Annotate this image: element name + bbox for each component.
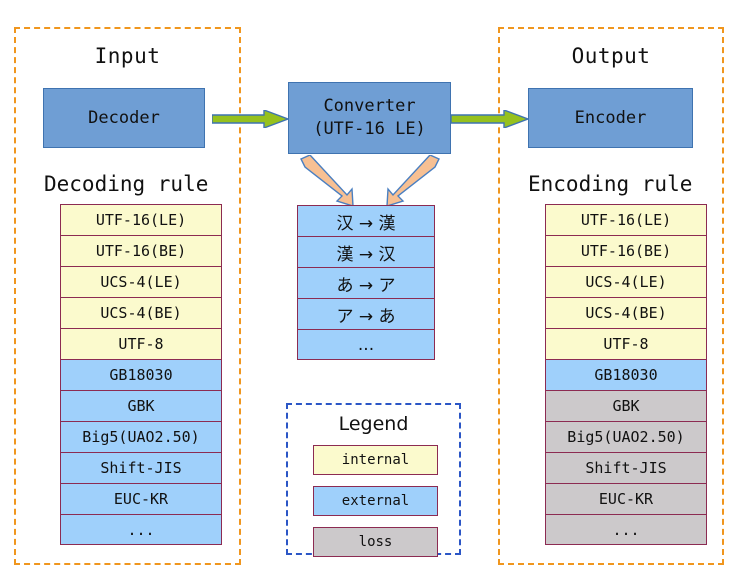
list-item[interactable]: UTF-8	[60, 328, 222, 359]
list-item[interactable]: ...	[297, 329, 435, 360]
legend-label-external: external	[341, 493, 410, 509]
encoding-rule-list-label: UTF-16(BE)	[580, 242, 672, 260]
conversion-rule-list-label: ア → あ	[336, 306, 396, 327]
encoding-rule-list-label: UCS-4(BE)	[585, 304, 667, 322]
diagonal-arrow-up-icon	[386, 155, 440, 207]
list-item[interactable]: UTF-16(LE)	[60, 204, 222, 235]
list-item[interactable]: EUC-KR	[545, 483, 707, 514]
legend-label-loss: loss	[358, 534, 393, 550]
decoding-rule-list-label: UTF-8	[118, 335, 164, 353]
decoding-rule-list-label: UTF-16(LE)	[95, 211, 187, 229]
list-item[interactable]: Big5(UAO2.50)	[60, 421, 222, 452]
converter-label-line2: (UTF-16 LE)	[313, 119, 426, 139]
decoding-rule-list: UTF-16(LE) UTF-16(BE) UCS-4(LE) UCS-4(BE) UT…	[60, 204, 222, 545]
list-item[interactable]: Shift-JIS	[60, 452, 222, 483]
list-item[interactable]: あ → ア	[297, 267, 435, 298]
list-item[interactable]: 漢 → 汉	[297, 236, 435, 267]
list-item[interactable]: ...	[545, 514, 707, 545]
encoding-rule-list-label: UTF-16(LE)	[580, 211, 672, 229]
encoding-rule-list-label: GBK	[612, 397, 640, 415]
decoding-rule-title: Decoding rule	[44, 172, 209, 196]
legend-panel: Legend internal external loss	[286, 403, 461, 557]
decoding-rule-list-label: ...	[127, 520, 155, 539]
encoder-box[interactable]: Encoder	[528, 88, 693, 148]
output-panel-title: Output	[571, 44, 651, 68]
list-item[interactable]: 汉 → 漢	[297, 205, 435, 236]
diagonal-arrow-down-icon	[300, 155, 354, 207]
decoding-rule-list-label: UCS-4(BE)	[100, 304, 182, 322]
list-item[interactable]: UTF-16(BE)	[60, 235, 222, 266]
encoding-rule-list-label: Shift-JIS	[585, 459, 667, 477]
list-item[interactable]: GB18030	[545, 359, 707, 390]
decoding-rule-list-label: GB18030	[109, 366, 173, 384]
legend-item-internal: internal	[313, 445, 438, 475]
legend-title: Legend	[338, 413, 409, 435]
list-item[interactable]: UTF-16(LE)	[545, 204, 707, 235]
list-item[interactable]: UCS-4(LE)	[545, 266, 707, 297]
converter-box[interactable]: Converter (UTF-16 LE)	[288, 82, 451, 154]
decoding-rule-list-label: EUC-KR	[113, 490, 169, 508]
converter-label-line1: Converter	[323, 96, 416, 117]
decoding-rule-list-label: UCS-4(LE)	[100, 273, 182, 291]
list-item[interactable]: UCS-4(LE)	[60, 266, 222, 297]
list-item[interactable]: ...	[60, 514, 222, 545]
conversion-rule-list: 汉 → 漢漢 → 汉あ → アア → あ...	[297, 205, 435, 360]
legend-label-internal: internal	[341, 452, 410, 468]
list-item[interactable]: GBK	[545, 390, 707, 421]
flow-arrow-decoder-to-converter	[212, 110, 288, 128]
encoding-rule-list-label: ...	[612, 520, 640, 539]
decoding-rule-list-label: UTF-16(BE)	[95, 242, 187, 260]
list-item[interactable]: UTF-8	[545, 328, 707, 359]
decoding-rule-list-label: Shift-JIS	[100, 459, 182, 477]
list-item[interactable]: GB18030	[60, 359, 222, 390]
list-item[interactable]: Shift-JIS	[545, 452, 707, 483]
flow-arrow-converter-to-encoder	[451, 110, 528, 128]
decoding-rule-list-label: GBK	[127, 397, 155, 415]
conversion-rule-list-label: あ → ア	[336, 275, 396, 296]
encoding-rule-list-label: UCS-4(LE)	[585, 273, 667, 291]
list-item[interactable]: GBK	[60, 390, 222, 421]
list-item[interactable]: Big5(UAO2.50)	[545, 421, 707, 452]
conversion-rule-list-label: 漢 → 汉	[336, 244, 396, 265]
encoding-rule-list: UTF-16(LE) UTF-16(BE) UCS-4(LE) UCS-4(BE) UT…	[545, 204, 707, 545]
list-item[interactable]: ア → あ	[297, 298, 435, 329]
legend-item-external: external	[313, 486, 438, 516]
encoding-rule-title: Encoding rule	[528, 172, 693, 196]
conversion-rule-list-label: 汉 → 漢	[336, 213, 396, 234]
output-panel	[498, 27, 724, 565]
encoder-label: Encoder	[574, 107, 647, 128]
list-item[interactable]: UTF-16(BE)	[545, 235, 707, 266]
input-panel	[14, 27, 241, 565]
legend-item-loss: loss	[313, 527, 438, 557]
decoding-rule-list-label: Big5(UAO2.50)	[82, 428, 200, 446]
list-item[interactable]: UCS-4(BE)	[60, 297, 222, 328]
list-item[interactable]: EUC-KR	[60, 483, 222, 514]
decoder-label: Decoder	[88, 107, 160, 128]
list-item[interactable]: UCS-4(BE)	[545, 297, 707, 328]
encoding-rule-list-label: GB18030	[594, 366, 658, 384]
encoding-rule-list-label: Big5(UAO2.50)	[567, 428, 685, 446]
encoding-rule-list-label: EUC-KR	[598, 490, 654, 508]
decoder-box[interactable]: Decoder	[43, 88, 205, 148]
encoding-rule-list-label: UTF-8	[603, 335, 649, 353]
input-panel-title: Input	[94, 44, 161, 68]
conversion-rule-list-label: ...	[357, 334, 375, 355]
